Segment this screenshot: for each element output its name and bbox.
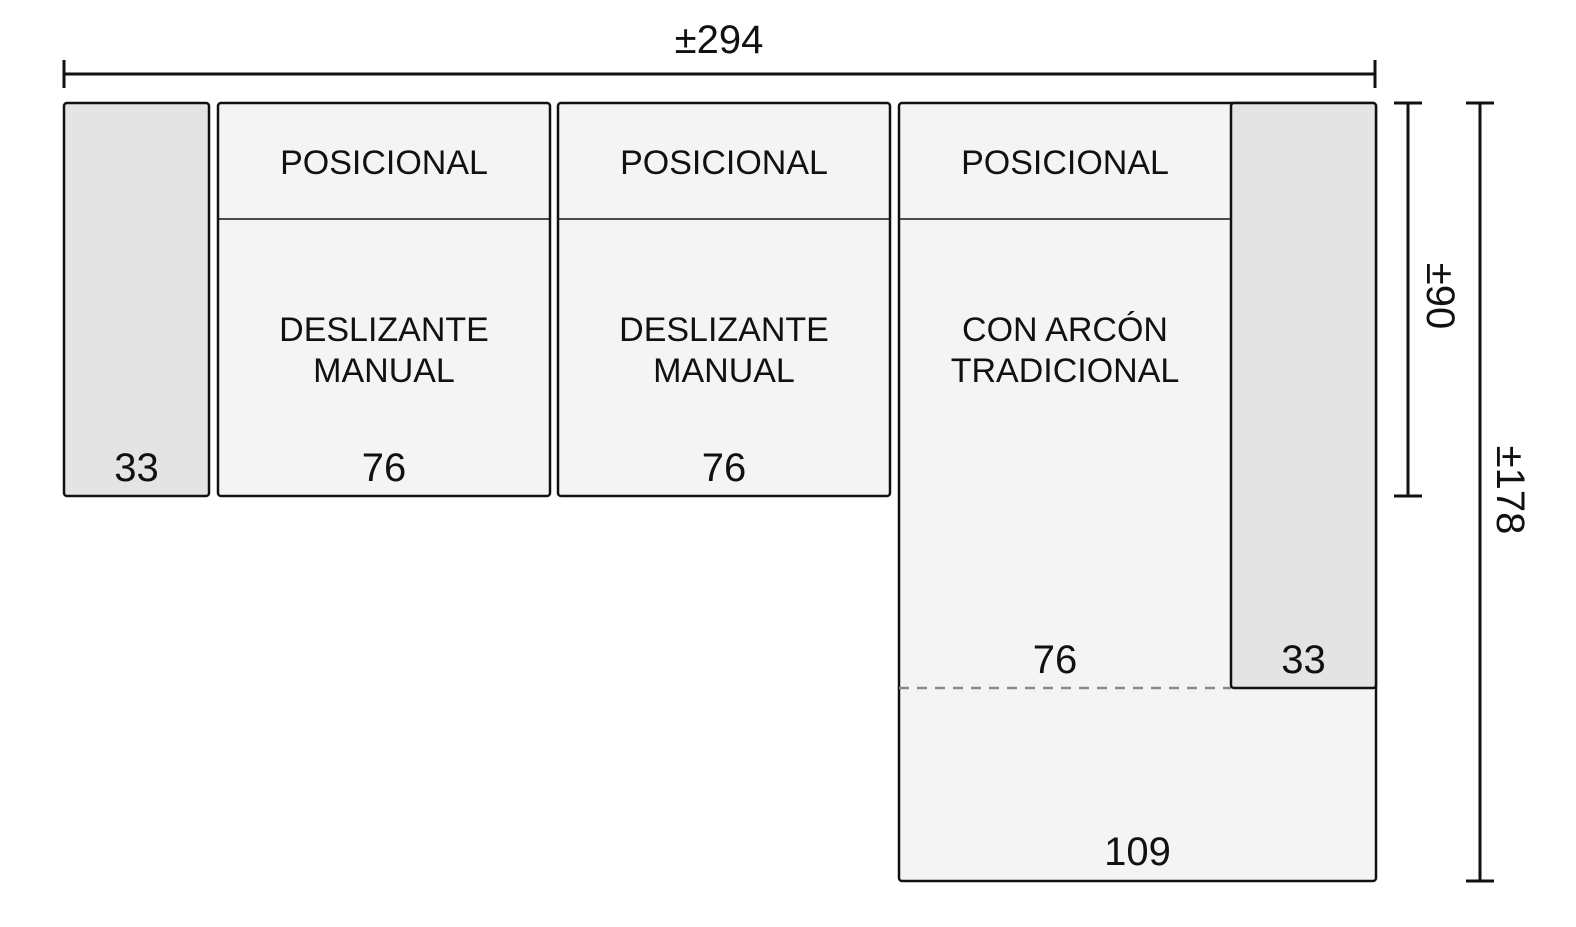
chaise-depth-label: 109 (1104, 830, 1171, 874)
seat-module-1 (216, 101, 552, 498)
seat-2-headrest-label: POSICIONAL (620, 144, 828, 182)
seat-1-width-label: 76 (361, 446, 407, 490)
total-depth-label: ±178 (1488, 445, 1532, 535)
seat-2-mechanism-line-1: DESLIZANTE (619, 311, 829, 349)
chaise-headrest-label: POSICIONAL (961, 144, 1169, 182)
chaise-mechanism-line-2: TRADICIONAL (950, 352, 1180, 390)
seat-2-width-label: 76 (701, 446, 747, 490)
seat-1-mechanism-line-1: DESLIZANTE (279, 311, 489, 349)
chaise-mechanism-line-1: CON ARCÓN (962, 311, 1168, 349)
seat-module-2 (556, 101, 892, 498)
seat-2-mechanism-line-2: MANUAL (653, 352, 795, 390)
seat-depth-label: ±90 (1418, 262, 1462, 330)
seat-1-mechanism-line-2: MANUAL (313, 352, 455, 390)
right-arm-width-label: 33 (1281, 638, 1326, 682)
right-arm-module (1229, 101, 1378, 690)
left-arm-width-label: 33 (114, 446, 159, 490)
seat-1-headrest-label: POSICIONAL (280, 144, 488, 182)
left-arm-module (62, 101, 211, 498)
total-depth-dimension-line (1466, 101, 1494, 883)
seat-depth-dimension-line (1394, 101, 1422, 498)
total-width-label: ±294 (674, 18, 764, 62)
chaise-width-label: 76 (1032, 638, 1078, 682)
width-dimension-line (62, 60, 1377, 88)
